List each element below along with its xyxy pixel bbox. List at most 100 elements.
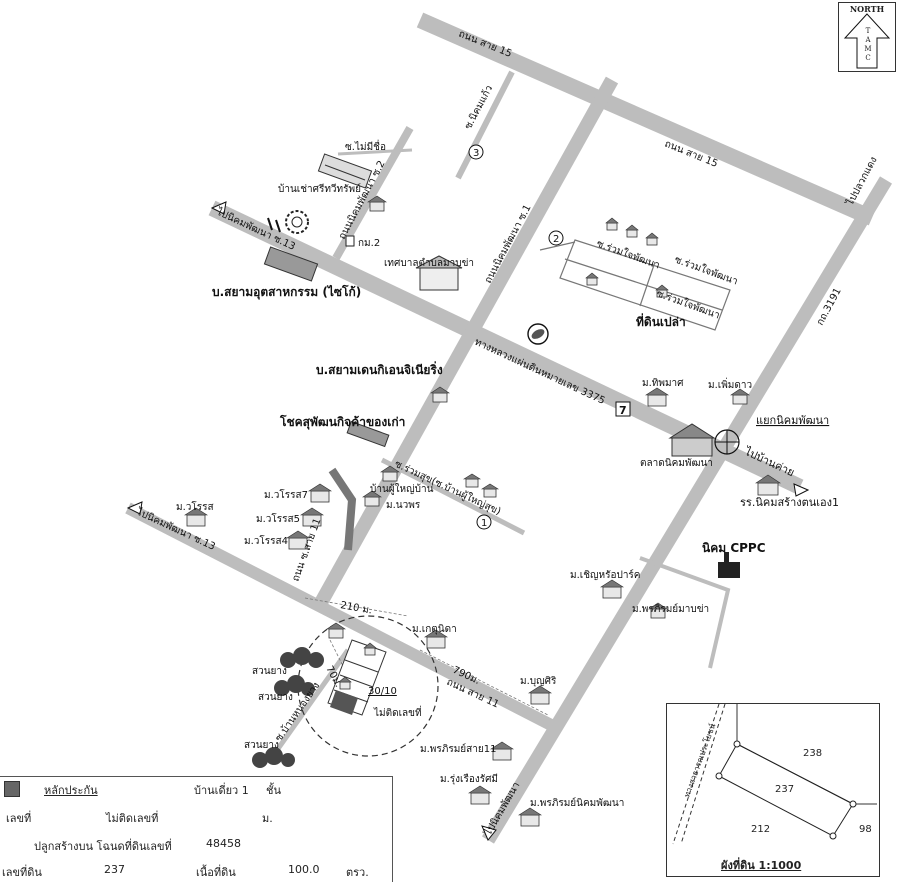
label-mo-worasa7: ม.วโรรส7 <box>264 488 308 501</box>
north-letter: M <box>864 45 872 53</box>
school-icon <box>755 474 781 496</box>
arrow-left-icon <box>210 201 227 215</box>
legend-floors-label: ชั้น <box>266 784 281 797</box>
road-network <box>125 12 892 844</box>
north-arrow-icon <box>843 13 891 69</box>
house-icon <box>585 272 599 286</box>
label-thi-din-plao: ที่ดินเปล่า <box>636 313 686 329</box>
legend-house-no-label: เลขที่ <box>6 812 32 825</box>
label-nikhom-cppc: นิคม CPPC <box>702 541 766 555</box>
road-3191 <box>482 176 892 844</box>
legend-area-unit: ตรว. <box>346 866 369 879</box>
legend-built-on-label: ปลูกสร้างบน โฉนดที่ดินเลขที่ <box>34 840 172 853</box>
house-icon <box>338 676 352 690</box>
label-ro-ro-nikhom: รร.นิคมสร้างตนเอง1 <box>740 496 839 509</box>
house-icon <box>480 483 500 498</box>
apartment-building-icon <box>317 153 373 189</box>
house-icon <box>299 507 325 527</box>
north-letter: T <box>865 27 871 35</box>
house-icon <box>380 465 400 482</box>
label-dist-210: 210 ม. <box>339 600 372 616</box>
label-ko-mo-2: กม.2 <box>358 238 380 249</box>
intersection-icon <box>714 429 740 455</box>
tree-cluster-icon <box>274 675 315 696</box>
house-icon <box>307 483 333 503</box>
label-pai-nikhom-13-upper: ไปนิคมพัฒนา ซ.13 <box>214 205 297 252</box>
label-chok-suphan: โชคสุพัฒนกิจค้าของเก่า <box>279 414 405 430</box>
label-marker-3: 3 <box>473 148 479 159</box>
rubber-plantation-icons <box>252 647 324 768</box>
direction-arrows <box>126 201 810 841</box>
tree-cluster-icon <box>280 647 324 668</box>
house-icon <box>648 602 668 619</box>
legend-house-no-value: ไม่ติดเลขที่ <box>106 812 159 825</box>
label-ban-phuyai: บ้านผู้ใหญ่บ้าน <box>370 483 434 495</box>
label-mo-chinnawat: ม.เชิญหรัอปาร์ค <box>570 569 641 581</box>
road-soi-ban-yang <box>267 648 351 762</box>
marker-3 <box>468 144 484 160</box>
house-icon <box>605 217 619 231</box>
label-thanon-sai-11-mid: ถนน ซ.สาย 11 <box>290 517 323 583</box>
road-sai-11 <box>125 502 558 733</box>
label-mo-worasa5: ม.วโรรส5 <box>256 512 300 525</box>
marker-2 <box>548 230 564 246</box>
market-building-icon <box>668 423 716 457</box>
arrow-right-icon <box>793 483 810 497</box>
label-yaek-nikhom: แยกนิคมพัฒนา <box>756 414 829 427</box>
road-cppc <box>639 556 731 669</box>
north-arrow-box: NORTH T A M C <box>838 2 896 72</box>
plot-diagram: ทางสาธารณประโยชน์ 238 237 212 98 ผังที่ด… <box>666 703 880 877</box>
label-mo-worasa4: ม.วโรรส4 <box>244 534 288 547</box>
label-mo-nawaphon: ม.นวพร <box>386 500 421 511</box>
label-mo-phraphirom11: ม.พรภิรมย์สาย11 <box>420 743 496 755</box>
plot-parcel-98: 98 <box>859 824 872 835</box>
ruam-jai-grid <box>539 239 731 331</box>
legend-land-no: 237 <box>104 863 125 876</box>
label-bo-siam-ut: บ.สยามอุตสาหกรรม (ไซโก้) <box>212 284 361 300</box>
label-plot-30-10: 30/10 <box>368 686 397 697</box>
house-icon <box>527 685 553 705</box>
label-plot-no-number: ไม่ติดเลขที่ <box>373 705 422 719</box>
road-soi-ruamsuk <box>380 457 526 536</box>
label-talat-nikhom: ตลาดนิคมพัฒนา <box>640 458 713 469</box>
house-icon <box>645 232 659 246</box>
building-icons <box>263 153 740 578</box>
label-ban-chao-sri: บ้านเช่าศรีทวีทรัพย์ <box>278 183 361 195</box>
road-soi-nikhom-kaeo <box>455 70 515 180</box>
seven-eleven-icon <box>615 401 631 417</box>
label-seven-eleven: 7 <box>619 404 627 417</box>
label-bo-siam-den: บ.สยามเดนกิเอนจิเนียริ่ง <box>316 361 443 377</box>
label-soi-no-name: ซ.ไม่มีชื่อ <box>345 139 386 153</box>
numbered-markers <box>468 144 564 530</box>
house-icon <box>599 579 625 599</box>
km-marker-icon <box>345 235 355 247</box>
label-mo-phoemdao: ม.เพิ่มดาว <box>708 377 752 391</box>
legend-type-label: บ้านเดี่ยว 1 <box>194 784 249 797</box>
road-sai-15 <box>416 12 876 226</box>
collateral-plot <box>330 690 358 715</box>
house-icon <box>430 386 450 403</box>
property-block <box>327 639 387 716</box>
plot-diagram-drawing <box>672 704 877 845</box>
house-icon <box>655 284 669 298</box>
road-soi-no-name <box>337 148 413 156</box>
house-icons <box>183 195 781 827</box>
label-suan-yang-3: สวนยาง <box>244 740 279 751</box>
label-mo-worasa: ม.วโรรส <box>176 500 214 513</box>
gear-icon <box>285 210 309 234</box>
house-icon <box>625 224 639 238</box>
marker-1 <box>476 514 492 530</box>
house-icon <box>285 530 311 550</box>
label-mo-ket-nida: ม.เกตุนิดา <box>412 624 457 635</box>
house-icon <box>367 195 387 212</box>
north-letters: T A M C <box>863 27 873 63</box>
road-nikhom-soi-1 <box>311 76 619 612</box>
arrow-down-icon <box>481 825 497 841</box>
house-icon <box>183 507 209 527</box>
plot-title: ผังที่ดิน 1:1000 <box>721 859 802 872</box>
house-icon <box>644 387 670 407</box>
label-mo-phraphirom: ม.พรภิรมย์มาบข่า <box>632 603 709 615</box>
label-mo-thipmat: ม.ทิพมาศ <box>642 378 684 389</box>
municipal-building-icon <box>415 255 463 291</box>
